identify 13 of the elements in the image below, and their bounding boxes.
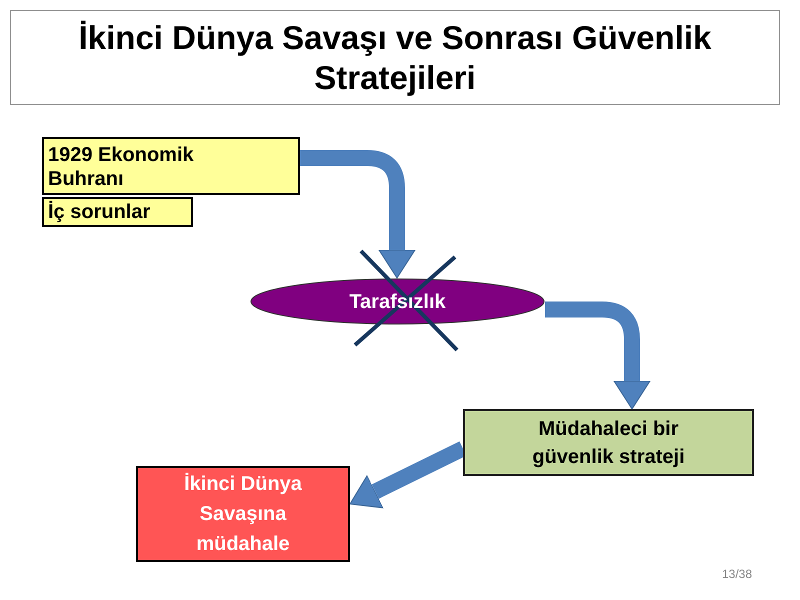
node-text: 1929 Ekonomik Buhranı (48, 143, 195, 191)
node-text: Müdahaleci bir güvenlik strateji (531, 416, 686, 470)
result-box (136, 466, 350, 562)
note-box (42, 137, 300, 195)
block-arrow (545, 302, 650, 410)
note-box (42, 197, 193, 227)
node-text: İkinci Dünya Savaşına müdahale (183, 472, 303, 557)
node-text: İç sorunlar (48, 200, 150, 224)
page-number: 13/38 (722, 566, 752, 583)
process-box (463, 409, 754, 476)
node-text: Tarafsızlık (349, 290, 446, 314)
title: İkinci Dünya Savaşı ve Sonrası Güvenlik Stratejileri (78, 18, 712, 98)
block-arrow (300, 150, 416, 278)
